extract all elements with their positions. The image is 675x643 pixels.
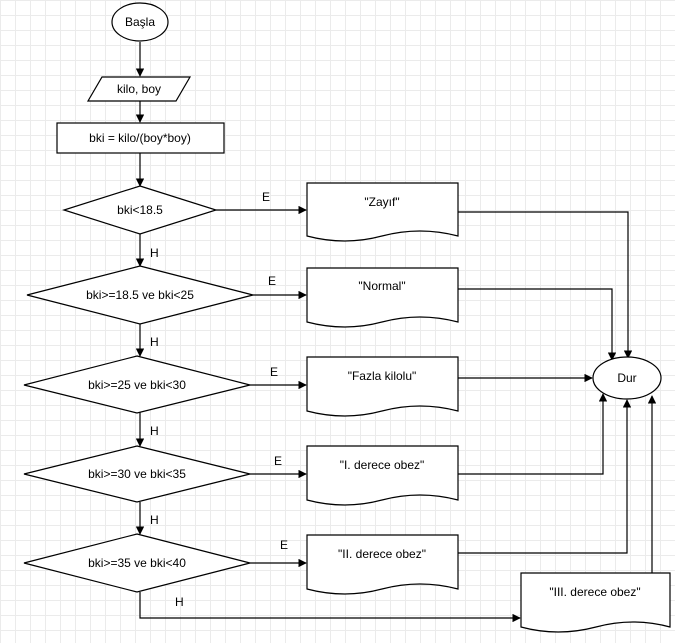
document-shape: [306, 267, 459, 328]
output-label: "I. derece obez": [340, 458, 425, 472]
process-label: bki = kilo/(boy*boy): [89, 131, 191, 145]
document-shape: [306, 356, 459, 417]
start-shape: [111, 2, 169, 42]
output-document: "I. derece obez": [306, 445, 459, 506]
decision-shape: [23, 533, 251, 593]
decision-label: bki>=35 ve bki<40: [88, 556, 186, 570]
output-document: "III. derece obez": [520, 572, 671, 633]
decision-label: bki>=18.5 ve bki<25: [86, 288, 194, 302]
start-terminator: Başla: [111, 2, 169, 42]
edge-labels: E E E E E H H H H H: [150, 190, 288, 609]
connectors: [135, 42, 657, 623]
decision-node: bki>=30 ve bki<35: [23, 445, 251, 503]
document-shape: [306, 445, 459, 506]
no-label: H: [175, 595, 184, 609]
document-shape: [306, 534, 459, 595]
no-label: H: [150, 246, 159, 260]
decision-node: bki>=25 ve bki<30: [23, 355, 251, 414]
yes-label: E: [268, 274, 276, 288]
output-document: "II. derece obez": [306, 534, 459, 595]
document-shape: [520, 572, 671, 633]
edge-output1-end: [458, 211, 633, 359]
decision-node: bki<18.5: [62, 185, 218, 235]
end-shape: [592, 356, 662, 400]
output-label: "III. derece obez": [549, 585, 640, 599]
output-document: "Zayıf": [306, 182, 459, 242]
decision-shape: [26, 265, 254, 325]
yes-label: E: [262, 190, 270, 204]
decision-label: bki>=30 ve bki<35: [88, 467, 186, 481]
yes-label: E: [274, 454, 282, 468]
output-label: "Fazla kilolu": [348, 369, 417, 383]
end-terminator: Dur: [592, 356, 662, 400]
output-label: "Zayıf": [364, 195, 399, 209]
no-label: H: [150, 424, 159, 438]
output-document: "Fazla kilolu": [306, 356, 459, 417]
edge-output4-end: [458, 393, 608, 475]
edge-output2-end: [458, 288, 617, 361]
decision-shape: [23, 445, 251, 503]
no-label: H: [150, 513, 159, 527]
yes-label: E: [280, 538, 288, 552]
end-label: Dur: [617, 371, 636, 385]
output-label: "Normal": [358, 279, 405, 293]
output-label: "II. derece obez": [338, 547, 426, 561]
decision-label: bki>=25 ve bki<30: [88, 378, 186, 392]
process-shape: [56, 122, 225, 154]
no-label: H: [150, 335, 159, 349]
input-shape: [86, 76, 192, 102]
input-node: kilo, boy: [86, 76, 192, 102]
output-document: "Normal": [306, 267, 459, 328]
edge-cond5-output6: [139, 592, 521, 623]
process-node: bki = kilo/(boy*boy): [56, 122, 225, 154]
decision-label: bki<18.5: [117, 203, 163, 217]
decision-node: bki>=35 ve bki<40: [23, 533, 251, 593]
decision-shape: [62, 185, 218, 235]
decision-node: bki>=18.5 ve bki<25: [26, 265, 254, 325]
document-shape: [306, 182, 459, 242]
input-label: kilo, boy: [117, 82, 161, 96]
yes-label: E: [270, 365, 278, 379]
edge-output5-end: [458, 399, 632, 554]
start-label: Başla: [125, 15, 155, 29]
decision-shape: [23, 355, 251, 414]
